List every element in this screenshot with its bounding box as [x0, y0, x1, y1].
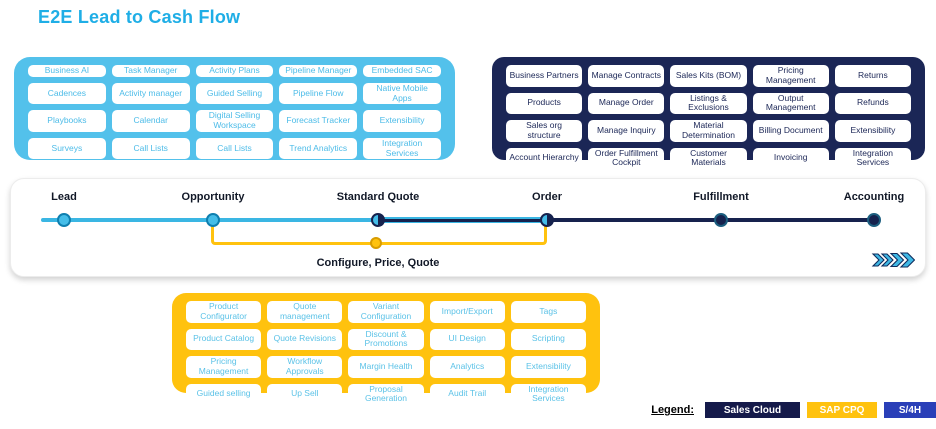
feature-chip: Activity Plans: [195, 65, 274, 77]
feature-chip: Proposal Generation: [348, 383, 424, 406]
cpq-stage-label: Configure, Price, Quote: [316, 257, 440, 269]
cpq-milestone-dot: [370, 237, 382, 249]
feature-chip: Integration Services: [363, 137, 441, 160]
feature-chip: Sales Kits (BOM): [670, 65, 747, 87]
feature-chip: Surveys: [28, 137, 106, 160]
feature-chip: Guided selling: [186, 383, 262, 406]
feature-chip: Returns: [834, 65, 911, 87]
timeline-segment-order-to-accounting: [547, 218, 874, 222]
accounting-milestone-dot: [867, 213, 881, 227]
feature-chip: Extensibility: [834, 120, 911, 142]
feature-chip: Workflow Approvals: [267, 356, 343, 378]
feature-chip: Tags: [510, 301, 586, 323]
feature-chip: Invoicing: [752, 147, 829, 170]
stage-label-order: Order: [532, 191, 562, 203]
feature-chip: Business Partners: [506, 65, 583, 87]
feature-chip: Margin Health: [348, 356, 424, 378]
fulfillment-milestone-dot: [714, 213, 728, 227]
feature-chip: Integration Services: [510, 383, 586, 406]
feature-chip: Trend Analytics: [279, 137, 358, 160]
feature-chip: Calendar: [111, 110, 190, 132]
feature-chip: Products: [506, 92, 583, 115]
s4h-feature-box: Business Partners Manage Contracts Sales…: [492, 57, 925, 170]
feature-chip: Playbooks: [28, 110, 106, 132]
lead-milestone-dot: [57, 213, 71, 227]
stage-label-accounting: Accounting: [843, 191, 905, 203]
legend-chip-sap-cpq: SAP CPQ: [807, 402, 877, 418]
feature-chip: Manage Inquiry: [588, 120, 665, 142]
legend-title: Legend:: [651, 404, 694, 416]
feature-chip: Guided Selling: [195, 82, 274, 105]
feature-chip: Manage Order: [588, 92, 665, 115]
opportunity-milestone-dot: [206, 213, 220, 227]
timeline-card: Lead Opportunity Standard Quote Order Fu…: [10, 178, 926, 277]
sales-cloud-feature-box: Business AI Task Manager Activity Plans …: [14, 57, 455, 160]
stage-label-fulfillment: Fulfillment: [693, 191, 749, 203]
feature-chip: Refunds: [834, 92, 911, 115]
standard-quote-milestone-dot: [371, 213, 385, 227]
feature-chip: Discount & Promotions: [348, 328, 424, 351]
feature-chip: Product Catalog: [186, 328, 262, 351]
feature-chip: Integration Services: [834, 147, 911, 170]
legend: Legend: Sales Cloud SAP CPQ S/4H: [651, 402, 936, 418]
feature-chip: Activity manager: [111, 82, 190, 105]
order-milestone-dot: [540, 213, 554, 227]
feature-chip: Audit Trail: [429, 383, 505, 406]
feature-chip: UI Design: [429, 328, 505, 351]
feature-chip: Import/Export: [429, 301, 505, 323]
feature-chip: Sales org structure: [506, 120, 583, 142]
feature-chip: Forecast Tracker: [279, 110, 358, 132]
feature-chip: Pricing Management: [186, 356, 262, 378]
feature-chip: Order Fulfillment Cockpit: [588, 147, 665, 170]
page-title: E2E Lead to Cash Flow: [38, 7, 241, 27]
sap-cpq-feature-box: Product Configurator Quote management Va…: [172, 293, 600, 406]
feature-chip: Business AI: [28, 65, 106, 77]
feature-chip: Material Determination: [670, 120, 747, 142]
feature-chip: Digital Selling Workspace: [195, 110, 274, 132]
feature-chip: Quote Revisions: [267, 328, 343, 351]
feature-chip: Native Mobile Apps: [363, 82, 441, 105]
feature-chip: Up Sell: [267, 383, 343, 406]
feature-chip: Manage Contracts: [588, 65, 665, 87]
feature-chip: Variant Configuration: [348, 301, 424, 323]
feature-chip: Quote management: [267, 301, 343, 323]
feature-chip: Scripting: [510, 328, 586, 351]
feature-chip: Call Lists: [111, 137, 190, 160]
feature-chip: Embedded SAC: [363, 65, 441, 77]
forward-chevrons-icon: [871, 252, 915, 268]
feature-chip: Customer Materials: [670, 147, 747, 170]
feature-chip: Pipeline Manager: [279, 65, 358, 77]
stage-label-opportunity: Opportunity: [181, 191, 245, 203]
legend-chip-s4h: S/4H: [884, 402, 936, 418]
feature-chip: Cadences: [28, 82, 106, 105]
legend-chip-sales-cloud: Sales Cloud: [705, 402, 800, 418]
feature-chip: Call Lists: [195, 137, 274, 160]
feature-chip: Output Management: [752, 92, 829, 115]
feature-chip: Account Hierarchy: [506, 147, 583, 170]
feature-chip: Extensibility: [510, 356, 586, 378]
timeline-segment-overlay: [378, 218, 547, 222]
feature-chip: Pricing Management: [752, 65, 829, 87]
timeline-segment-quote-to-order: [378, 217, 547, 223]
stage-label-standard-quote: Standard Quote: [336, 191, 420, 203]
feature-chip: Product Configurator: [186, 301, 262, 323]
feature-chip: Billing Document: [752, 120, 829, 142]
feature-chip: Task Manager: [111, 65, 190, 77]
feature-chip: Extensibility: [363, 110, 441, 132]
feature-chip: Pipeline Flow: [279, 82, 358, 105]
feature-chip: Listings & Exclusions: [670, 92, 747, 115]
feature-chip: Analytics: [429, 356, 505, 378]
stage-label-lead: Lead: [51, 191, 77, 203]
